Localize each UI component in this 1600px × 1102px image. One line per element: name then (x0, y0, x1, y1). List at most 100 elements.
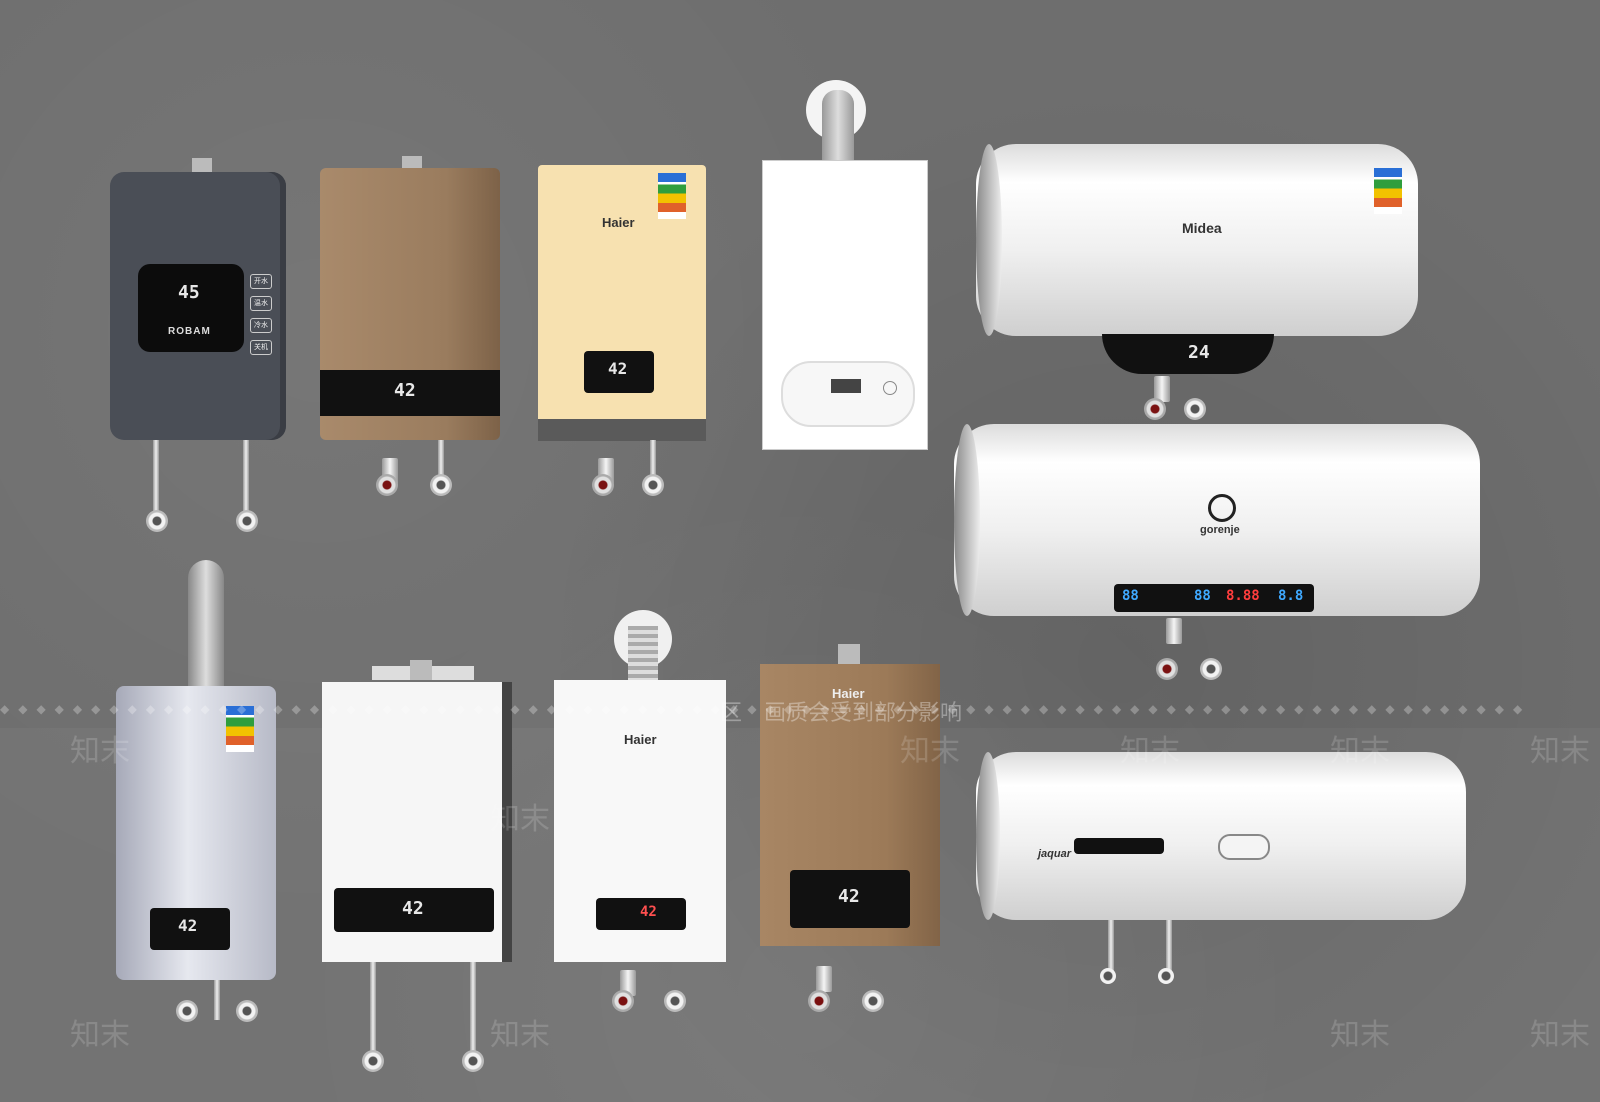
valve-knob-icon (592, 474, 614, 496)
tank-end-cap (976, 144, 1002, 336)
outlet-hose (470, 962, 476, 1062)
control-buttons[interactable]: 开水 温水 冷水 关机 (250, 274, 272, 362)
control-display: 42 (596, 898, 686, 930)
water-heater-robam[interactable]: 45 ROBAM 开水 温水 冷水 关机 (110, 158, 286, 440)
power-knob-icon (883, 381, 897, 395)
hose-fitting-icon (146, 510, 168, 532)
hose-fitting-icon (1200, 658, 1222, 680)
valve-knob-icon (376, 474, 398, 496)
water-heater-white-bracket[interactable]: 42 (322, 682, 512, 962)
temperature-readout: 42 (394, 380, 416, 401)
water-heater-jaquar-tank[interactable]: jaquar (976, 752, 1466, 920)
hose-fitting-icon (430, 474, 452, 496)
hose-fitting-icon (1184, 398, 1206, 420)
brand-logo: Haier (832, 686, 865, 701)
control-display: 88 88 8.88 8.8 (1114, 584, 1314, 612)
hose-fitting-icon (1100, 968, 1116, 984)
water-heater-silver[interactable]: 42 (116, 686, 276, 980)
brand-logo: jaquar (1038, 848, 1072, 860)
watermark-diamond-row: ◆◆◆◆◆◆◆◆◆◆◆◆◆◆◆◆◆◆◆◆◆◆◆◆◆◆◆◆◆◆◆◆◆◆◆◆◆◆◆◆… (0, 702, 1532, 716)
hose-fitting-icon (236, 1000, 258, 1022)
watermark-logo: 知末 (490, 802, 550, 837)
outlet-pipe (1166, 920, 1172, 972)
hose-fitting-icon (862, 990, 884, 1012)
flue-outlet (402, 156, 422, 168)
thermostat-knob-icon[interactable] (1218, 834, 1270, 860)
flue-pipe (628, 626, 658, 680)
inlet-valve (816, 966, 832, 992)
brand-logo: gorenje (1200, 524, 1240, 536)
hose-fitting-icon (462, 1050, 484, 1072)
tank-end-cap (976, 752, 1000, 920)
energy-label (1374, 168, 1402, 214)
watermark-logo: 知末 (900, 734, 960, 769)
water-heater-haier-white[interactable]: Haier 42 (554, 680, 726, 962)
control-display: 42 (150, 908, 230, 950)
button-warm[interactable]: 温水 (250, 296, 272, 311)
valve-knob-icon (612, 990, 634, 1012)
outlet-hose (243, 440, 249, 512)
flue-pipe (822, 90, 854, 160)
watermark-logo: 知末 (1330, 734, 1390, 769)
hose-fitting-icon (362, 1050, 384, 1072)
control-display: 42 (320, 370, 500, 416)
hose-fitting-icon (642, 474, 664, 496)
temperature-readout: 42 (838, 886, 860, 907)
valve-knob-icon (808, 990, 830, 1012)
flue-pipe (188, 560, 224, 690)
watermark-logo: 知末 (490, 1018, 550, 1053)
inlet-pipe (1108, 920, 1114, 972)
readout-2: 88 (1194, 588, 1211, 604)
control-display (1074, 838, 1164, 854)
control-panel (781, 361, 915, 427)
power-logo-icon (1208, 494, 1236, 522)
button-hot[interactable]: 开水 (250, 274, 272, 289)
bottom-trim (538, 419, 706, 441)
control-display: 45 ROBAM (138, 264, 244, 352)
valve-knob-icon (1156, 658, 1178, 680)
water-heater-haier-bronze[interactable]: Haier 42 (760, 664, 940, 946)
watermark-logo: 知末 (70, 734, 130, 769)
brand-logo: Midea (1182, 220, 1222, 236)
control-display: 42 (584, 351, 654, 393)
brand-logo: Haier (602, 215, 635, 230)
water-heater-boiler-white[interactable] (762, 160, 928, 450)
water-heater-midea-tank[interactable]: Midea (976, 144, 1418, 336)
outlet-pipe (438, 440, 444, 480)
inlet-hose (370, 962, 376, 1062)
hose-fitting-icon (1158, 968, 1174, 984)
temperature-readout: 42 (640, 904, 657, 920)
inlet-valve (1154, 376, 1170, 402)
brand-logo: ROBAM (168, 326, 211, 337)
flue-outlet (410, 660, 432, 680)
control-display: 24 (1102, 334, 1274, 374)
readout-3: 8.88 (1226, 588, 1260, 604)
inlet-hose (153, 440, 159, 512)
button-cold[interactable]: 冷水 (250, 318, 272, 333)
water-heater-gorenje-tank[interactable]: gorenje 88 88 8.88 8.8 (954, 424, 1480, 616)
button-off[interactable]: 关机 (250, 340, 272, 355)
gas-pipe (214, 980, 220, 1020)
readout-4: 8.8 (1278, 588, 1304, 604)
control-display: 42 (334, 888, 494, 932)
watermark-notice: 区 画质会受到部分影响 (720, 701, 963, 726)
flue-outlet (192, 158, 212, 172)
flue-outlet (838, 644, 860, 664)
watermark-logo: 知末 (1530, 1018, 1590, 1053)
outlet-pipe (650, 440, 656, 480)
brand-logo: Haier (624, 732, 657, 747)
water-heater-haier-yellow[interactable]: Haier 42 (538, 165, 706, 441)
hose-fitting-icon (664, 990, 686, 1012)
watermark-logo: 知末 (1330, 1018, 1390, 1053)
water-heater-bronze[interactable]: 42 (320, 156, 500, 440)
energy-label (226, 706, 254, 752)
watermark-logo: 知末 (1120, 734, 1180, 769)
tank-end-cap (954, 424, 980, 616)
temperature-readout: 42 (608, 359, 628, 378)
temperature-readout: 42 (178, 916, 198, 935)
temperature-readout: 42 (402, 898, 424, 919)
temperature-readout: 24 (1188, 342, 1210, 363)
valve-knob-icon (1144, 398, 1166, 420)
watermark-logo: 知末 (70, 1018, 130, 1053)
energy-label (658, 173, 686, 219)
